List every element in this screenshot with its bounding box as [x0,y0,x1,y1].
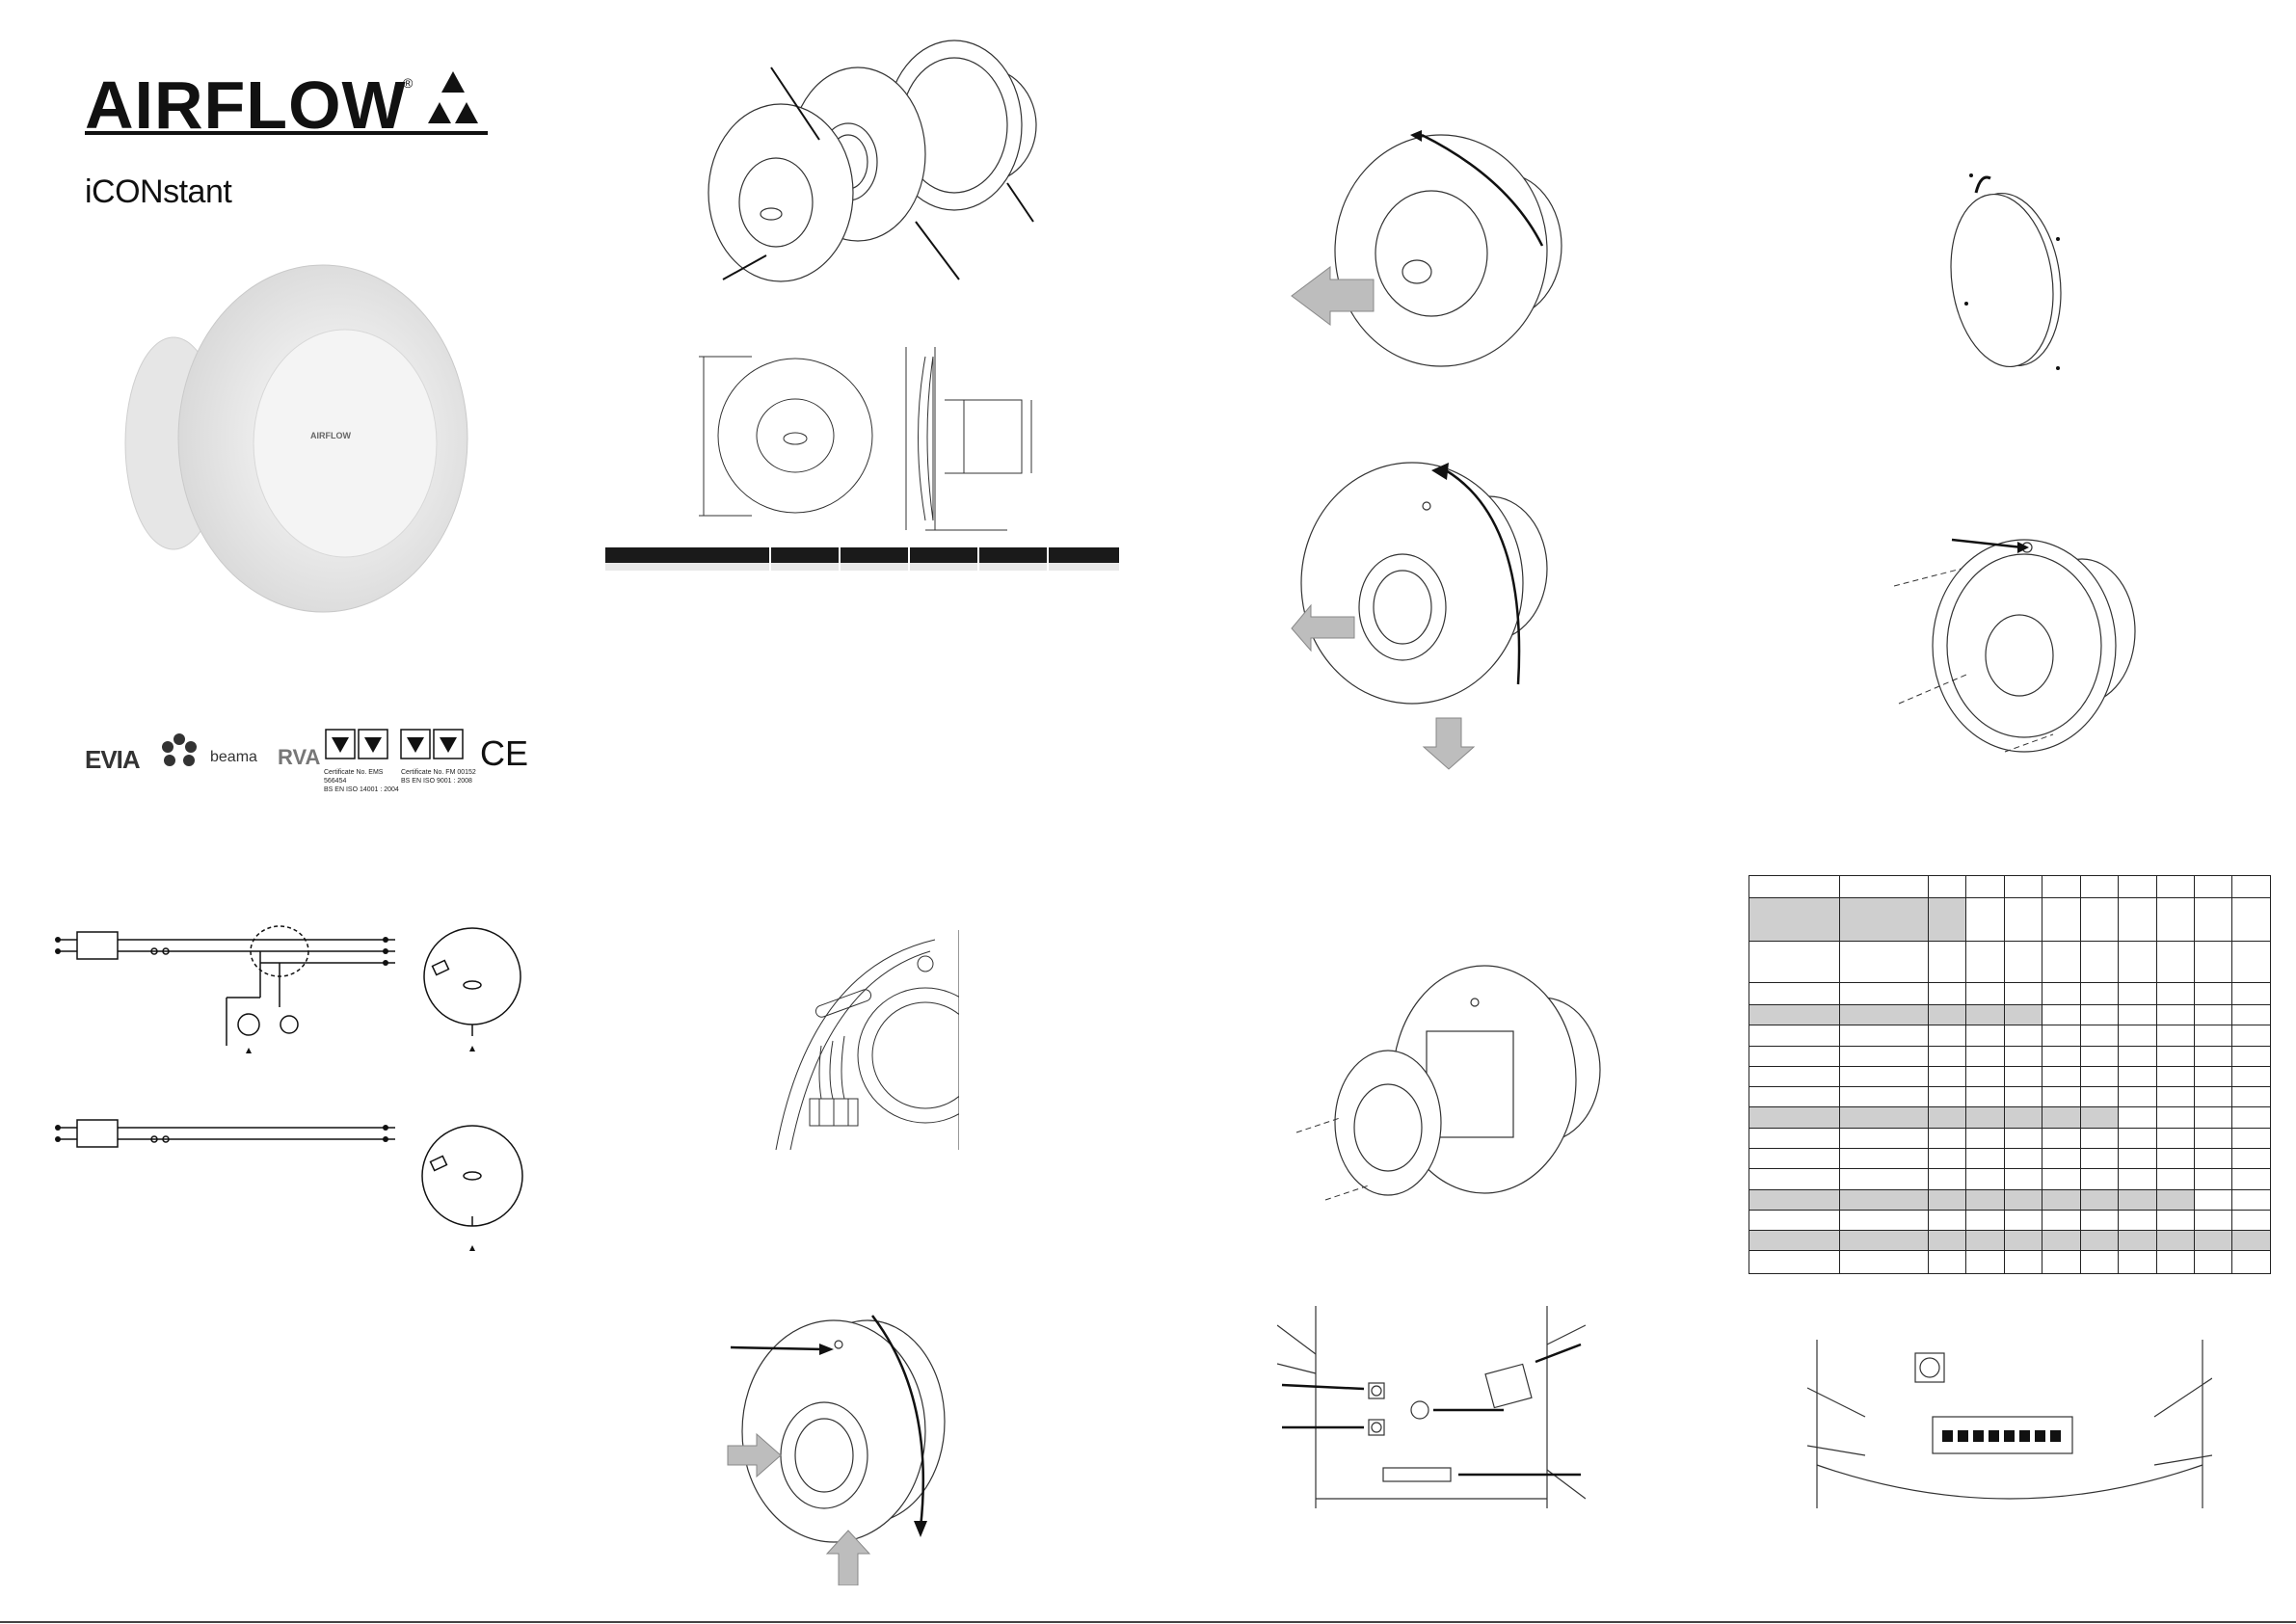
dimension-table [605,547,1119,578]
detach-ring-diagram [1295,965,1601,1201]
table-row [1749,874,2271,899]
table-row [1749,1106,2271,1129]
dimension-table-header [605,547,1119,563]
exploded-view-diagram [707,40,1037,282]
flower-logo-icon [162,733,197,766]
table-row [1749,1065,2271,1088]
table-row [1749,981,2271,1006]
table-row [1749,1025,2271,1047]
table-row [1749,1086,2271,1108]
table-row [1749,1250,2271,1274]
ce-mark-icon: CE [480,733,529,773]
product-photo: AIRFLOW [124,264,468,613]
brand-logo: AIRFLOW ® [85,67,509,145]
beama-logo-icon: beama [210,749,257,765]
table-row [1749,1230,2271,1252]
accreditation-strip: EVIA beama RVA Certificate No. EMS 56645… [85,728,529,793]
wiring-diagram-1 [55,925,521,1053]
certificate-crown-icon [325,729,464,759]
mounting-template-diagram [1950,173,2062,370]
table-row [1749,1168,2271,1190]
table-row [1749,941,2271,983]
table-row [1749,1188,2271,1211]
remove-cover-diagram [1291,130,1562,367]
table-row [1749,1045,2271,1067]
table-row [1749,1209,2271,1232]
dip-switch-closeup-diagram [1807,1340,2212,1508]
fan-face-logo: AIRFLOW [310,431,351,440]
remove-ring-diagram [1291,462,1548,770]
dimension-drawing [699,347,1032,531]
rva-logo-icon: RVA [278,745,321,769]
table-row [1749,897,2271,943]
certificate-2: Certificate No. FM 00152 BS EN ISO 9001 … [401,769,476,785]
certificate-1: Certificate No. EMS 566454 BS EN ISO 140… [324,769,399,793]
pcb-closeup-diagram [1277,1306,1586,1508]
refit-cover-diagram [727,1315,946,1585]
settings-table [1749,874,2271,1274]
page-bottom-rule [0,1621,2296,1623]
registered-mark: ® [403,75,414,91]
table-row [1749,1148,2271,1170]
table-row [1749,1127,2271,1150]
brand-wordmark: AIRFLOW [85,67,407,143]
dimension-table-row [605,563,1119,571]
wiring-diagram-2 [55,1119,523,1251]
evia-logo-icon: EVIA [85,745,141,774]
airflow-logo-icon [428,71,478,123]
table-row [1749,1004,2271,1026]
logo-underline [85,131,488,135]
base-unit-diagram [1894,538,2136,753]
terminal-closeup-diagram [775,930,959,1151]
product-title: iCONstant [85,173,232,210]
